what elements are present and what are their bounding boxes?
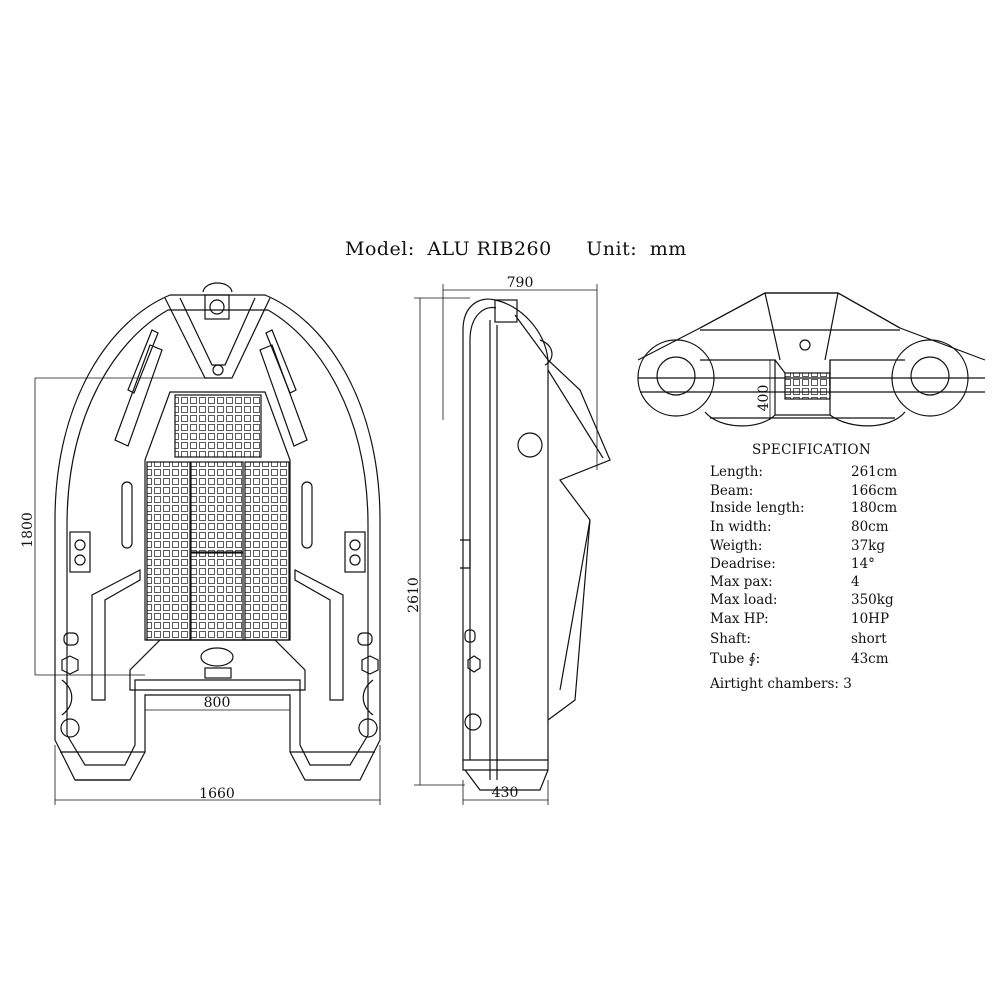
- rear-view-hull: [637, 292, 986, 361]
- dim-400-label: 400: [756, 385, 772, 412]
- dim-1800-label: 1800: [20, 512, 36, 548]
- dim-430-label: 430: [492, 785, 519, 801]
- airtight-chambers: Airtight chambers: 3: [710, 676, 852, 692]
- side-view-tube: [462, 298, 549, 771]
- specification-title: SPECIFICATION: [752, 442, 872, 458]
- page-title: Model: ALU RIB260 Unit: mm: [345, 238, 687, 260]
- dim-430: [462, 780, 549, 805]
- dim-790-label: 790: [507, 275, 534, 291]
- model-name: ALU RIB260: [427, 238, 552, 260]
- dim-2610: [414, 297, 470, 786]
- model-label: Model:: [345, 238, 415, 260]
- dim-800: [144, 695, 291, 715]
- dim-800-label: 800: [204, 695, 231, 711]
- dim-790: [442, 284, 598, 470]
- top-view-right-oarlock: [344, 531, 366, 573]
- rear-view: [637, 292, 986, 427]
- dim-2610-label: 2610: [406, 577, 422, 613]
- top-view-left-grab-strap: [114, 344, 163, 447]
- top-view-left-oarlock: [69, 531, 91, 573]
- top-view-right-valve: [358, 718, 378, 738]
- side-view-hull: [514, 314, 611, 721]
- top-view: [54, 282, 381, 781]
- dim-1660-label: 1660: [199, 786, 235, 802]
- unit-label: Unit:: [586, 238, 638, 260]
- top-view-bow-plate: [204, 294, 230, 320]
- top-view-bow-handle: [202, 282, 233, 293]
- unit-value: mm: [649, 238, 687, 260]
- side-view: [460, 298, 611, 791]
- rear-view-grille: [784, 372, 831, 400]
- dim-1660: [54, 745, 381, 805]
- dim-1800: [34, 377, 205, 676]
- top-view-inner-hull: [66, 309, 369, 766]
- top-view-left-valve: [60, 718, 80, 738]
- top-view-bow-frame: [164, 297, 271, 379]
- top-view-outer-hull: [54, 294, 381, 781]
- top-view-floor: [144, 391, 291, 641]
